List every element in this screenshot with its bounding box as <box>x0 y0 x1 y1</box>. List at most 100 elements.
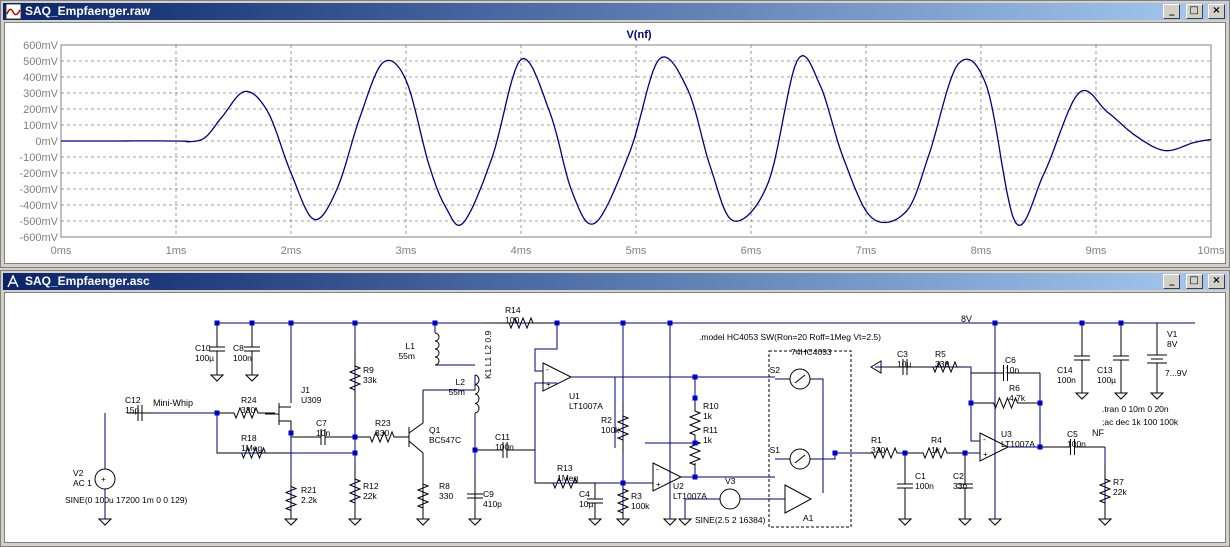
close-button[interactable]: × <box>1208 4 1225 19</box>
capacitor-c13[interactable] <box>1113 323 1129 393</box>
wire[interactable] <box>571 376 616 448</box>
ref-r5[interactable]: R5 <box>935 349 946 359</box>
value-q1[interactable]: BC547C <box>429 435 461 445</box>
value-v3[interactable]: SINE(2.5 2 16384) <box>695 515 766 525</box>
ref-r18[interactable]: R18 <box>241 433 257 443</box>
resistor-r5[interactable] <box>925 360 965 374</box>
value-c1[interactable]: 100n <box>915 481 934 491</box>
ref-r13[interactable]: R13 <box>557 463 573 473</box>
ref-c8[interactable]: C8 <box>233 343 244 353</box>
resistor-r1[interactable] <box>865 446 905 460</box>
value-r12[interactable]: 22k <box>363 491 377 501</box>
capacitor-c9[interactable] <box>467 473 483 519</box>
battery-v1[interactable] <box>1147 323 1167 393</box>
net-label-8v[interactable]: 8V <box>961 314 972 324</box>
value-c11[interactable]: 100n <box>495 442 514 452</box>
net-label-nf[interactable]: NF <box>1092 428 1104 438</box>
wire[interactable] <box>970 373 980 442</box>
model-directive[interactable]: .model HC4053 SW(Ron=20 Roff=1Meg Vt=2.5… <box>699 332 881 342</box>
resistor-r23[interactable] <box>355 430 409 444</box>
transistor-q1[interactable] <box>408 390 424 519</box>
value-r23[interactable]: 330 <box>375 428 389 438</box>
ref-r7[interactable]: R7 <box>1113 477 1124 487</box>
resistor-r9[interactable] <box>348 353 362 403</box>
ref-s1[interactable]: S1 <box>770 445 781 455</box>
resistor-r4[interactable] <box>905 446 965 460</box>
value-r10[interactable]: 1k <box>703 411 713 421</box>
plot-titlebar[interactable]: SAQ_Empfaenger.raw _ □ × <box>3 3 1227 20</box>
trace-line-v-nf[interactable] <box>61 55 1212 226</box>
value-c4[interactable]: 10µ <box>579 499 593 509</box>
capacitor-c8[interactable] <box>244 323 260 375</box>
value-c8[interactable]: 100n <box>233 353 252 363</box>
value-c12[interactable]: 15p <box>125 405 139 415</box>
value-r3[interactable]: 100k <box>631 501 650 511</box>
value-u2[interactable]: LT1007A <box>673 491 707 501</box>
value-r8[interactable]: 330 <box>439 491 453 501</box>
ref-r3[interactable]: R3 <box>631 491 642 501</box>
wire[interactable] <box>875 366 972 373</box>
value-c3[interactable]: 10µ <box>897 359 911 369</box>
resistor-r8[interactable] <box>416 473 430 519</box>
ref-q1[interactable]: Q1 <box>429 425 441 435</box>
value-c5[interactable]: 100n <box>1067 439 1086 449</box>
resistor-r10[interactable] <box>688 403 702 443</box>
coupling-directive[interactable]: K1 L1 L2 0.9 <box>483 331 493 379</box>
wire[interactable] <box>810 452 865 460</box>
ref-r1[interactable]: R1 <box>871 435 882 445</box>
maximize-button[interactable]: □ <box>1185 4 1203 19</box>
ref-r11[interactable]: R11 <box>703 425 718 435</box>
ref-c2[interactable]: C2 <box>953 471 964 481</box>
value-r18[interactable]: 1Meg <box>241 443 263 453</box>
ref-c6[interactable]: C6 <box>1005 355 1016 365</box>
minimize-button[interactable]: _ <box>1163 274 1181 289</box>
minimize-button[interactable]: _ <box>1163 4 1181 19</box>
value-u3[interactable]: LT1007A <box>1001 439 1035 449</box>
capacitor-c11[interactable] <box>475 442 535 458</box>
value-r21[interactable]: 2.2k <box>301 495 318 505</box>
inductor-l1[interactable] <box>434 332 440 366</box>
resistor-r18[interactable] <box>217 446 290 460</box>
ref-v1[interactable]: V1 <box>1167 329 1178 339</box>
ref-c7[interactable]: C7 <box>316 418 327 428</box>
value-r2[interactable]: 100k <box>601 425 620 435</box>
ref-c4[interactable]: C4 <box>579 489 590 499</box>
ref-r8[interactable]: R8 <box>439 481 450 491</box>
value-c9[interactable]: 410p <box>483 499 502 509</box>
tran-directive[interactable]: .tran 0 10m 0 20n <box>1102 404 1169 414</box>
ac-directive[interactable]: ;ac dec 1k 100 100k <box>1102 417 1179 427</box>
capacitor-c7[interactable] <box>291 429 355 445</box>
ref-r4[interactable]: R4 <box>931 435 942 445</box>
ref-c1[interactable]: C1 <box>915 471 926 481</box>
value-c14[interactable]: 100n <box>1057 375 1076 385</box>
switch-s2[interactable] <box>789 368 811 390</box>
schematic-drawing[interactable]: +-+-+-+ C10100µC8100nJ1U309R212.2kR24330… <box>5 293 1226 543</box>
resistor-r7[interactable] <box>1098 463 1112 519</box>
buffer-a1[interactable] <box>784 484 813 514</box>
value-c13[interactable]: 100µ <box>1097 375 1116 385</box>
source-v2[interactable]: + <box>94 468 116 490</box>
ref-c14[interactable]: C14 <box>1057 365 1073 375</box>
ref-l1[interactable]: L1 <box>406 341 416 351</box>
opamp-u2[interactable]: -+ <box>652 462 683 492</box>
resistor-r21[interactable] <box>284 478 298 519</box>
value-c6[interactable]: 10n <box>1005 365 1019 375</box>
jfet-j1[interactable] <box>265 403 292 433</box>
source-v3[interactable] <box>719 488 741 510</box>
resistor-r6[interactable] <box>971 396 1040 410</box>
ref-r23[interactable]: R23 <box>375 418 391 428</box>
value-c7[interactable]: 10n <box>316 428 330 438</box>
value-c2[interactable]: 33n <box>953 481 967 491</box>
wire[interactable] <box>684 498 720 519</box>
value-r4[interactable]: 1k <box>931 445 941 455</box>
value-l2[interactable]: 55m <box>448 387 465 397</box>
ref-u1[interactable]: U1 <box>569 391 580 401</box>
value-r11[interactable]: 1k <box>703 435 713 445</box>
resistor-r13[interactable] <box>535 476 595 490</box>
value-r1[interactable]: 330 <box>871 445 885 455</box>
ref-r10[interactable]: R10 <box>703 401 719 411</box>
value-v2[interactable]: AC 1 <box>73 478 92 488</box>
capacitor-c1[interactable] <box>897 453 913 519</box>
